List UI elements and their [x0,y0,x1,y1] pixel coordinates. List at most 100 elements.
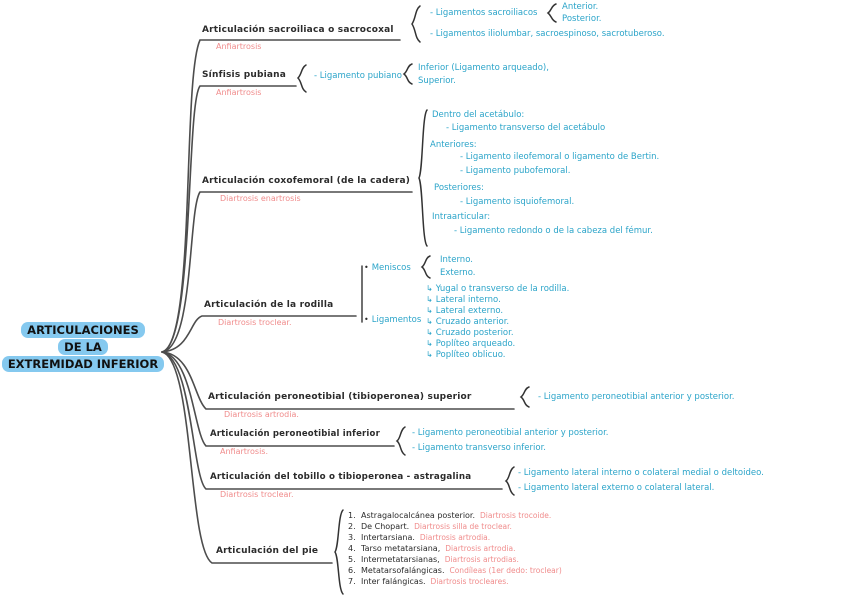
pie-item-6-text: Metatarsofalángicas. [361,566,445,575]
tobillo-ligament-externo: - Ligamento lateral externo o colateral … [518,483,715,493]
brace-coxofemoral [418,109,428,247]
node-pie-label: Articulación del pie [216,546,319,556]
coxo-transverso: - Ligamento transverso del acetábulo [446,123,606,133]
lig-cruzado-anterior-label: Cruzado anterior. [435,317,510,327]
lig-lateral-externo-label: Lateral externo. [435,306,504,316]
branch-sinfisis [161,85,297,353]
branch-rodilla [161,315,357,353]
map-title: ARTICULACIONES DE LA EXTREMIDAD INFERIOR [1,322,165,372]
ligamentos-label: Ligamentos [371,315,422,325]
node-coxofemoral-type: Diartrosis enartrosis [220,194,301,203]
pie-item-2-text: De Chopart. [361,522,410,531]
pie-item-2: 2. De Chopart. Diartrosis silla de trocl… [348,522,512,531]
lig-yugal: ↳Yugal o transverso de la rodilla. [426,284,569,294]
lig-popliteo-arqueado-label: Poplíteo arqueado. [435,339,516,349]
coxo-intraarticular-header: Intraarticular: [432,212,491,222]
pie-item-1: 1. Astragalocalcánea posterior. Diartros… [348,511,551,520]
brace-sacroiliaca [411,5,421,43]
title-line-3: EXTREMIDAD INFERIOR [1,356,165,372]
brace-peroneotibial-inferior [395,426,406,456]
ligamentos-group: •Ligamentos [364,315,421,325]
title-line-2: DE LA [58,339,108,355]
iliolumbar-ligaments: - Ligamentos iliolumbar, sacroespinoso, … [430,29,665,39]
pie-item-4-text: Tarso metatarsiana, [361,544,441,553]
pie-item-5: 5. Intermetatarsianas, Diartrosis artrod… [348,555,519,564]
pie-item-4-num: 4. [348,544,356,553]
coxo-ileofemoral: - Ligamento ileofemoral o ligamento de B… [460,152,660,162]
pie-item-7: 7. Inter falángicas. Diartrosis troclear… [348,577,509,586]
pubiano-superior: Superior. [418,76,456,86]
bullet-icon: • [364,315,369,324]
pubiano-inferior: Inferior (Ligamento arqueado), [418,63,549,73]
lig-lateral-externo: ↳Lateral externo. [426,306,503,316]
branch-tobillo [161,351,503,490]
node-peroneotibial-inferior-type: Anfiartrosis. [220,447,269,456]
peroinf-ligament-2: - Ligamento transverso inferior. [412,443,546,453]
arrow-icon: ↳ [426,350,433,359]
pie-item-1-type: Diartrosis trocoide. [480,511,552,520]
node-coxofemoral-label: Articulación coxofemoral (de la cadera) [202,176,411,186]
pie-item-7-text: Inter falángicas. [361,577,426,586]
title-line-1: ARTICULACIONES [21,322,145,338]
meniscos-group: •Meniscos [364,263,411,273]
bullet-icon: • [364,263,369,272]
node-sacroiliaca-type: Anfiartrosis [216,42,262,51]
coxo-redondo: - Ligamento redondo o de la cabeza del f… [454,226,653,236]
pie-item-3-text: Intertarsiana. [361,533,415,542]
arrow-icon: ↳ [426,295,433,304]
node-peroneotibial-inferior-label: Articulación peroneotibial inferior [210,429,380,439]
menisco-externo: Externo. [440,268,476,278]
node-rodilla-type: Diartrosis troclear. [218,318,292,327]
pie-item-4-type: Diartrosis artrodia. [445,544,516,553]
lig-cruzado-posterior: ↳Cruzado posterior. [426,328,514,338]
brace-tobillo [504,466,515,496]
node-peroneotibial-superior-type: Diartrosis artrodia. [224,410,299,419]
sacroiliacos-posterior: Posterior. [562,14,602,24]
sacroiliacos-ligaments: - Ligamentos sacroiliacos [430,8,538,18]
lig-lateral-interno-label: Lateral interno. [435,295,501,305]
pie-item-3-num: 3. [348,533,356,542]
pie-item-2-num: 2. [348,522,356,531]
coxo-posteriores-header: Posteriores: [434,183,484,193]
node-sinfisis-type: Anfiartrosis [216,88,262,97]
branch-coxofemoral [161,191,413,353]
lig-popliteo-oblicuo: ↳Poplíteo oblicuo. [426,350,505,360]
meniscos-label: Meniscos [371,263,411,273]
arrow-icon: ↳ [426,284,433,293]
brace-pubiano-sub [402,63,413,85]
node-tobillo-type: Diartrosis troclear. [220,490,294,499]
node-peroneotibial-superior-label: Articulación peroneotibial (tibioperonea… [208,392,472,402]
brace-pie [334,509,344,595]
branch-pie [161,351,333,564]
lig-cruzado-anterior: ↳Cruzado anterior. [426,317,509,327]
branch-peroneotibial-inferior [161,351,395,447]
node-sinfisis-label: Sínfisis pubiana [202,70,287,80]
arrow-icon: ↳ [426,306,433,315]
node-sacroiliaca-label: Articulación sacroiliaca o sacrocoxal [202,25,394,35]
pie-item-7-num: 7. [348,577,356,586]
pie-item-6: 6. Metatarsofalángicas. Condíleas (1er d… [348,566,562,575]
coxo-pubofemoral: - Ligamento pubofemoral. [460,166,571,176]
brace-sinfisis [296,64,307,93]
lig-cruzado-posterior-label: Cruzado posterior. [435,328,514,338]
pie-item-1-text: Astragalocalcánea posterior. [361,511,476,520]
branch-peroneotibial-superior [161,351,515,410]
sacroiliacos-anterior: Anterior. [562,2,599,12]
coxo-acetabulo-header: Dentro del acetábulo: [432,110,525,120]
pie-item-3-type: Diartrosis artrodia. [419,533,491,542]
brace-meniscos [420,255,431,279]
arrow-icon: ↳ [426,328,433,337]
pie-item-6-num: 6. [348,566,356,575]
brace-peroneotibial-superior [519,386,530,408]
arrow-icon: ↳ [426,317,433,326]
pie-item-5-type: Diartrosis artrodias. [444,555,519,564]
arrow-icon: ↳ [426,339,433,348]
lig-yugal-label: Yugal o transverso de la rodilla. [435,284,570,294]
pie-item-1-num: 1. [348,511,356,520]
node-tobillo-label: Articulación del tobillo o tibioperonea … [210,472,472,482]
pie-item-5-num: 5. [348,555,356,564]
tobillo-ligament-interno: - Ligamento lateral interno o colateral … [518,468,764,478]
coxo-isquiofemoral: - Ligamento isquiofemoral. [460,197,575,207]
lig-popliteo-arqueado: ↳Poplíteo arqueado. [426,339,515,349]
